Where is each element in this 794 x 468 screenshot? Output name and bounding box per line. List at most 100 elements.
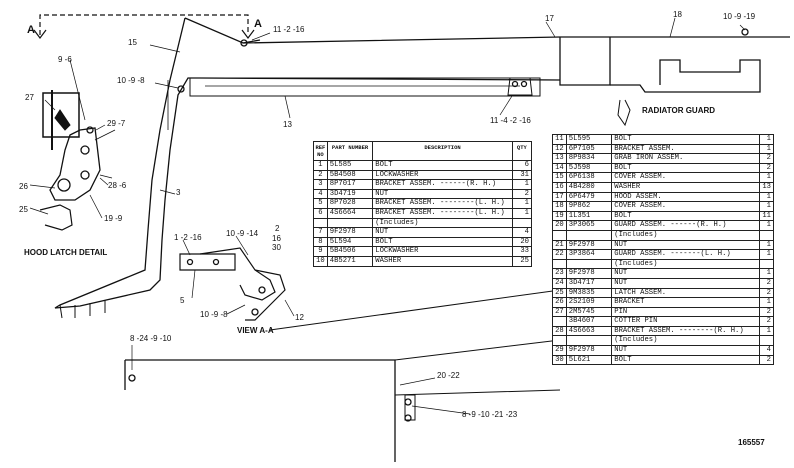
- ref-cell: 14: [552, 162, 567, 174]
- qty-cell: 20: [511, 236, 533, 248]
- table-row: (Includes): [552, 335, 775, 347]
- qty-cell: 1: [511, 198, 533, 209]
- description-cell: BOLT: [611, 354, 760, 366]
- part-number-cell: 9F2978: [565, 268, 613, 279]
- part-number-cell: 4B5271: [326, 255, 374, 267]
- description-cell: BRACKET: [611, 297, 760, 308]
- part-number-cell: 3P3864: [565, 249, 613, 260]
- description-cell: (Includes): [611, 335, 760, 347]
- callout-20-22: 20 -22: [437, 371, 460, 380]
- callout-26: 26: [19, 182, 28, 191]
- qty-cell: 1: [758, 220, 775, 231]
- radiator-guard-label: RADIATOR GUARD: [642, 106, 716, 115]
- ref-cell: [552, 316, 567, 327]
- description-cell: COVER ASSEM.: [611, 201, 760, 212]
- part-number-cell: 8P7017: [326, 179, 374, 190]
- ref-cell: 8: [313, 236, 328, 248]
- part-number-cell: 6P6479: [565, 191, 613, 203]
- table-header-row: REF NO PART NUMBER DESCRIPTION QTY: [313, 141, 533, 161]
- callout-15: 15: [128, 38, 137, 47]
- ref-cell: [552, 229, 567, 241]
- description-cell: GRAB IRON ASSEM.: [611, 153, 760, 164]
- qty-cell: 1: [758, 201, 775, 212]
- description-cell: BOLT: [372, 236, 513, 248]
- ref-cell: 5: [313, 198, 328, 209]
- qty-cell: 2: [758, 153, 775, 164]
- qty-cell: 11: [758, 210, 775, 222]
- ref-cell: 21: [552, 239, 567, 251]
- qty-cell: 13: [758, 181, 775, 193]
- part-number-cell: 5L585: [326, 160, 374, 171]
- description-cell: BRACKET ASSEM. ------(R. H.): [372, 179, 513, 190]
- qty-cell: 1: [758, 172, 775, 183]
- ref-cell: 4: [313, 188, 328, 200]
- description-cell: LATCH ASSEM.: [611, 287, 760, 299]
- qty-cell: 4: [511, 227, 533, 238]
- part-number-cell: [565, 335, 613, 347]
- table-row: (Includes): [313, 217, 533, 229]
- section-arrow-right: [241, 29, 255, 39]
- ref-cell: 28: [552, 325, 567, 337]
- section-arrow-left: [33, 29, 47, 39]
- qty-cell: 1: [758, 268, 775, 279]
- description-cell: NUT: [611, 277, 760, 289]
- callout-18: 18: [673, 10, 682, 19]
- section-a-left-label: A: [27, 24, 35, 36]
- part-number-cell: 3P3065: [565, 220, 613, 231]
- ref-cell: [313, 217, 328, 229]
- qty-cell: 33: [511, 246, 533, 257]
- ref-cell: 22: [552, 249, 567, 260]
- callout-19-9: 19 -9: [104, 214, 123, 223]
- header-ref-no: REF NO: [313, 141, 328, 161]
- radiator-guard-outline: [124, 359, 396, 462]
- description-cell: COTTER PIN: [611, 316, 760, 327]
- part-number-cell: 9M3835: [565, 287, 613, 299]
- description-cell: PIN: [611, 306, 760, 318]
- ref-cell: 16: [552, 181, 567, 193]
- qty-cell: 2: [511, 188, 533, 200]
- callout-27: 27: [25, 93, 34, 102]
- description-cell: BOLT: [372, 160, 513, 171]
- ref-cell: 12: [552, 143, 567, 155]
- qty-cell: 1: [758, 143, 775, 155]
- ref-cell: 25: [552, 287, 567, 299]
- ref-cell: 2: [313, 169, 328, 181]
- qty-cell: 25: [511, 255, 533, 267]
- qty-cell: 1: [758, 134, 775, 145]
- description-cell: LOCKWASHER: [372, 169, 513, 181]
- part-number-cell: 5L594: [326, 236, 374, 248]
- header-part-number: PART NUMBER: [326, 141, 374, 161]
- table-row: (Includes): [552, 229, 775, 241]
- ref-cell: 20: [552, 220, 567, 231]
- qty-cell: 1: [511, 179, 533, 190]
- section-a-right-label: A: [254, 18, 262, 30]
- qty-cell: 2: [758, 306, 775, 318]
- part-number-cell: [565, 229, 613, 241]
- part-number-cell: 5L595: [565, 134, 613, 145]
- qty-cell: 2: [758, 354, 775, 366]
- qty-cell: 6: [511, 160, 533, 171]
- description-cell: BRACKET ASSEM.: [611, 143, 760, 155]
- qty-cell: 4: [758, 345, 775, 356]
- qty-cell: 2: [758, 287, 775, 299]
- description-cell: HOOD ASSEM.: [611, 191, 760, 203]
- parts-table-1: REF NO PART NUMBER DESCRIPTION QTY 1 5L58…: [313, 141, 533, 267]
- view-a-a-label: VIEW A-A: [237, 326, 274, 335]
- part-number-cell: 4S6663: [565, 325, 613, 337]
- ref-cell: 27: [552, 306, 567, 318]
- ref-cell: 10: [313, 255, 328, 267]
- ref-cell: 17: [552, 191, 567, 203]
- part-number-cell: 2S2109: [565, 297, 613, 308]
- header-qty: QTY: [511, 141, 533, 161]
